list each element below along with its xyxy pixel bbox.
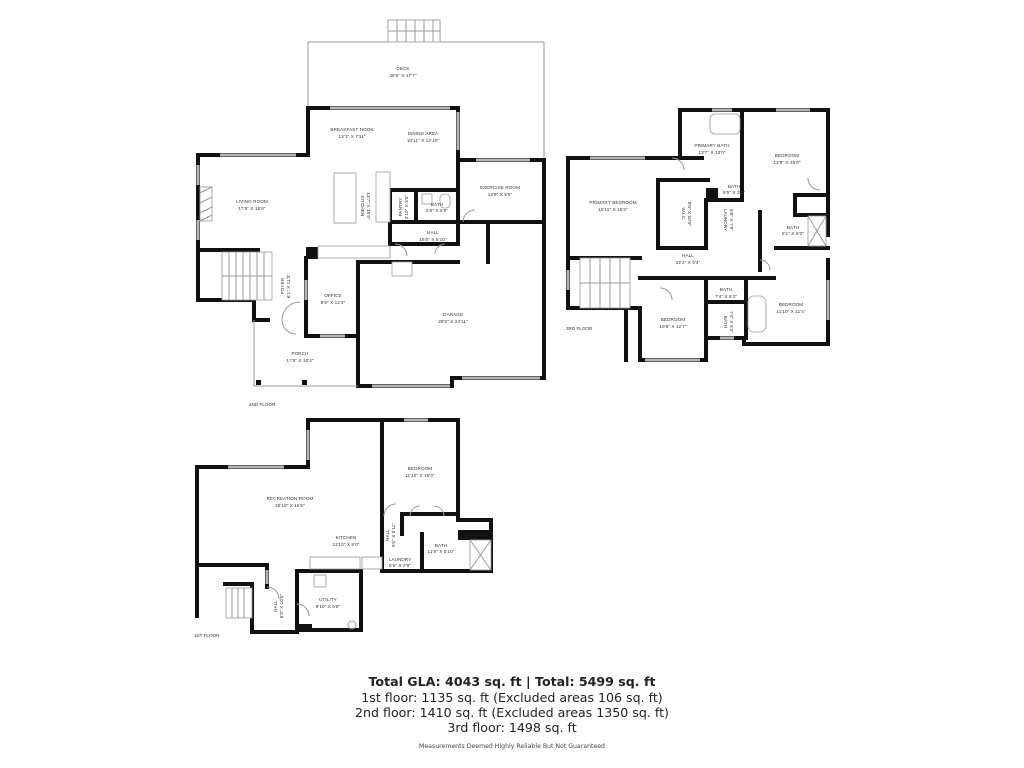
room-dims: 4'10" X 5'5" xyxy=(404,194,409,219)
room-dims: 7'4" X 5'2" xyxy=(715,294,737,299)
room-name: BEDROOM xyxy=(408,466,433,471)
room-dims: 10'8" X 12'7" xyxy=(659,324,687,329)
room-dims: 29'10" X 16'5" xyxy=(275,503,305,508)
floor-label-2nd: 2ND FLOOR xyxy=(249,402,276,407)
room-dims: 11'10" X 11'4" xyxy=(776,309,806,314)
third-floor-fixtures xyxy=(579,113,827,333)
room-dims: 16'0" X 5'10" xyxy=(419,237,447,242)
room-dims: 8'0" X 10'9" xyxy=(687,202,692,227)
room-name: RECREATION ROOM xyxy=(267,496,314,501)
room-dims: 8'1" X 6'0" xyxy=(782,231,804,236)
room-dims: 17'6" X 15'6" xyxy=(238,206,266,211)
floor-label-1st: 1ST FLOOR xyxy=(194,633,220,638)
room-name: BATH xyxy=(723,316,728,328)
room-name: FOYER xyxy=(280,277,285,294)
room-name: BATH xyxy=(720,287,732,292)
room-name: W.I.C. xyxy=(681,207,686,220)
third-floor-area: 3rd floor: 1498 sq. ft xyxy=(447,720,577,735)
room-name: HALL xyxy=(682,253,694,258)
total-area: Total GLA: 4043 sq. ft | Total: 5499 sq.… xyxy=(368,674,656,689)
room-dims: 5'5" X 3'5" xyxy=(723,190,745,195)
room-dims: 13'7" X 13'0" xyxy=(698,150,726,155)
room-dims: 13'9" X 16'6" xyxy=(773,160,801,165)
room-dims: 13'9" X 9'5" xyxy=(488,192,513,197)
room-name: KITCHEN xyxy=(360,196,365,217)
floor-label-3rd: 3RD FLOOR xyxy=(566,326,593,331)
first-floor-area: 1st floor: 1135 sq. ft (Excluded areas 1… xyxy=(361,690,663,705)
room-name: PORCH xyxy=(291,351,308,356)
room-dims: 17'6" X 10'4" xyxy=(286,358,314,363)
room-name: PRIMARY BEDROOM xyxy=(589,200,636,205)
second-floor-windows xyxy=(196,106,540,388)
room-name: PANTRY xyxy=(398,198,403,217)
room-dims: 10'11" X 12'10" xyxy=(407,138,439,143)
room-dims: 11'6" X 5'10" xyxy=(428,549,455,554)
disclaimer: Measurements Deemed Highly Reliable But … xyxy=(419,743,605,750)
room-dims: 11'10" X 9'0" xyxy=(333,542,360,547)
room-dims: 5'5" X 5'5" xyxy=(426,208,448,213)
room-name: BATH xyxy=(431,202,443,207)
room-name: BATH xyxy=(787,225,799,230)
second-floor-labels: DECK 38'5" X 17'7" BREAKFAST NOOK 13'1" … xyxy=(236,66,520,407)
bathtub xyxy=(709,113,741,135)
room-name: PRIMARY BATH xyxy=(694,143,729,148)
room-name: BEDROOM xyxy=(775,153,800,158)
room-dims: 29'5" X 24'11" xyxy=(438,319,468,324)
room-dims: 6'1" X 11'3" xyxy=(286,274,291,299)
bathtub xyxy=(747,295,767,333)
room-name: HALL xyxy=(385,529,390,541)
room-name: LAUNDRY xyxy=(389,557,412,562)
room-name: EXERCISE ROOM xyxy=(480,185,520,190)
first-floor-windows xyxy=(228,418,428,584)
third-floor-plan: PRIMARY BATH 13'7" X 13'0" BEDROOM 13'9"… xyxy=(566,108,830,362)
room-dims: 5'5" X 2'9" xyxy=(389,563,411,568)
room-dims: 22'2" X 9'4" xyxy=(676,260,701,265)
room-dims: 13'7" X 16'9" xyxy=(366,192,371,220)
room-dims: 7'4" X 5'2" xyxy=(729,311,734,333)
room-name: DECK xyxy=(396,66,410,71)
room-dims: 6'8" X 7'9" xyxy=(729,209,734,231)
second-floor-area: 2nd floor: 1410 sq. ft (Excluded areas 1… xyxy=(355,705,669,720)
room-dims: 6'8" X 10'0" xyxy=(279,593,284,618)
room-dims: 15'11" X 15'6" xyxy=(598,207,628,212)
deck-outline xyxy=(307,19,545,160)
room-dims: 5'5" X 5'11" xyxy=(391,523,396,548)
room-name: BATH xyxy=(435,543,447,548)
room-name: UTILITY xyxy=(319,597,337,602)
room-dims: 8'9" X 12'3" xyxy=(321,300,346,305)
room-name: GARAGE xyxy=(443,312,463,317)
second-floor-fixtures xyxy=(199,171,476,387)
room-name: BEDROOM xyxy=(779,302,804,307)
room-name: DINING AREA xyxy=(408,131,440,136)
room-name: LAUNDRY xyxy=(723,209,728,232)
first-floor-labels: BEDROOM 11'10" X 15'0" RECREATION ROOM 2… xyxy=(194,466,455,638)
room-dims: 9'10" X 9'8" xyxy=(316,604,341,609)
first-floor-plan: BEDROOM 11'10" X 15'0" RECREATION ROOM 2… xyxy=(194,418,493,638)
room-name: BREAKFAST NOOK xyxy=(330,127,374,132)
room-dims: 13'1" X 7'11" xyxy=(339,134,366,139)
third-floor-labels: PRIMARY BATH 13'7" X 13'0" BEDROOM 13'9"… xyxy=(566,143,806,333)
room-name: HALL xyxy=(273,600,278,612)
first-floor-fixtures xyxy=(225,503,492,630)
room-name: OFFICE xyxy=(324,293,341,298)
room-name: BEDROOM xyxy=(661,317,686,322)
second-floor-plan: DECK 38'5" X 17'7" BREAKFAST NOOK 13'1" … xyxy=(196,19,546,407)
room-name: KITCHEN xyxy=(336,535,357,540)
fireplace xyxy=(199,186,213,222)
room-dims: 38'5" X 17'7" xyxy=(389,73,417,78)
room-name: LIVING ROOM xyxy=(236,199,268,204)
room-dims: 11'10" X 15'0" xyxy=(405,473,435,478)
room-name: HALL xyxy=(427,230,439,235)
kitchen-island xyxy=(333,172,357,224)
room-name: BATH xyxy=(728,184,740,189)
stairs xyxy=(225,587,253,619)
third-floor-windows xyxy=(566,108,830,362)
